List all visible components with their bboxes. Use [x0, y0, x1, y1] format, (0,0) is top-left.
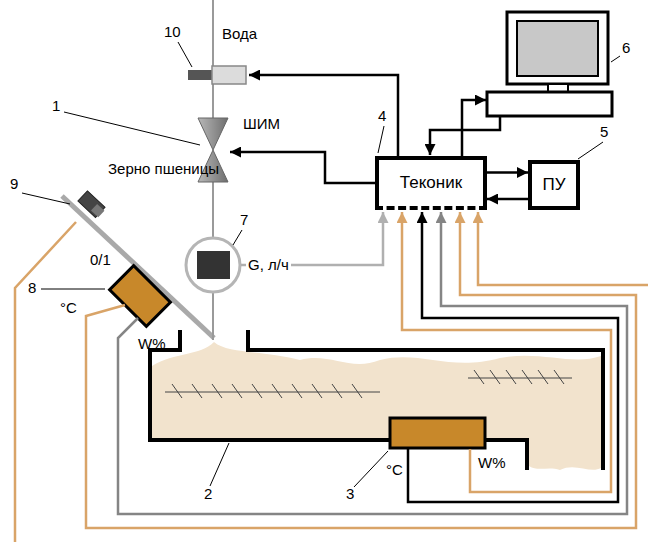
signal-wires [430, 117, 500, 155]
medium-label: Вода [222, 26, 257, 43]
signal-wires [462, 100, 486, 156]
signal-label: G, л/ч [246, 257, 291, 274]
leader-lines [64, 112, 200, 145]
leader-lines [354, 451, 388, 487]
wheat-marks [165, 370, 572, 398]
computer-icon [487, 92, 612, 116]
leader-lines [22, 193, 70, 204]
flow-meter [186, 238, 240, 292]
wheat-marks [468, 370, 572, 384]
callout-number: 4 [378, 108, 386, 125]
material-label: Зерно пшеницы [108, 161, 219, 178]
signal-wires [478, 212, 648, 285]
leader-lines [178, 42, 192, 67]
wheat-marks [165, 384, 380, 398]
level-sensor [91, 204, 104, 217]
unit-label: °C [60, 300, 77, 317]
signal-wires [118, 212, 627, 514]
leader-lines [378, 126, 384, 153]
unit-label: W% [478, 455, 506, 472]
callout-number: 5 [600, 124, 608, 141]
callout-number: 6 [622, 40, 630, 57]
bin-walls [150, 330, 603, 470]
bin-sensor [390, 418, 485, 448]
level-sensor [78, 191, 105, 218]
leader-lines [233, 230, 242, 245]
water-sensor [212, 66, 246, 84]
connector-layer [487, 173, 528, 200]
leader-lines [578, 142, 603, 159]
unit-label: W% [138, 336, 166, 353]
callout-number: 7 [240, 212, 248, 229]
leader-lines [611, 56, 620, 62]
computer-icon [517, 21, 598, 76]
grain-fill [152, 342, 601, 470]
water-sensor [188, 70, 213, 80]
control-panel-box: ПУ [528, 160, 580, 210]
callout-number: 8 [28, 280, 36, 297]
leader-lines [210, 443, 229, 486]
signal-arrow [487, 171, 528, 174]
signal-wires [15, 75, 648, 542]
unit-label: °C [386, 462, 403, 479]
flow-meter [197, 251, 230, 279]
flow-meter [186, 238, 240, 292]
signal-wires [86, 212, 636, 528]
controller-box: Теконик [375, 156, 487, 210]
callout-number: 3 [346, 486, 354, 503]
bin-walls [248, 330, 603, 470]
chute-sensor [110, 266, 171, 327]
callout-number: 10 [164, 24, 181, 41]
signal-wires [408, 212, 618, 502]
leader-lines [22, 42, 620, 487]
box-text: Теконик [400, 173, 462, 193]
signal-arrow [487, 198, 528, 201]
signal-wires [15, 222, 76, 542]
bin-sensor [390, 418, 485, 448]
signal-wires [230, 152, 375, 183]
callout-number: 2 [204, 486, 212, 503]
grain-fill [152, 342, 601, 470]
water-sensor [188, 66, 246, 84]
signal-label: ШИМ [243, 116, 280, 133]
computer-icon [507, 12, 608, 84]
callout-number: 1 [52, 98, 60, 115]
chute-sensor [110, 266, 171, 327]
signal-label: 0/1 [90, 252, 111, 269]
level-sensor [78, 191, 107, 219]
signal-wires [402, 212, 611, 492]
computer-icon [487, 12, 612, 116]
leader-lines [41, 289, 105, 290]
box-text: ПУ [542, 175, 565, 195]
callout-number: 9 [10, 176, 18, 193]
